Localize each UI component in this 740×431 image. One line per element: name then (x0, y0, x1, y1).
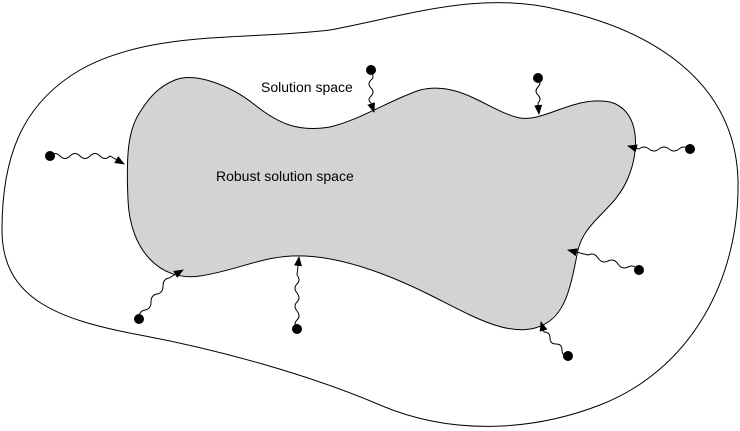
source-dot (292, 324, 302, 334)
wavy-arrow-right (627, 144, 690, 153)
perturbation-sources (45, 65, 695, 361)
wavy-arrow-bottom-center (294, 256, 302, 330)
source-dot (134, 314, 144, 324)
source-dot (45, 151, 55, 161)
wavy-arrow-top-left (367, 71, 375, 113)
source-dot (366, 65, 376, 75)
source-dot (685, 144, 695, 154)
wavy-arrow-left (49, 153, 125, 165)
wavy-arrow-lower-right (567, 248, 639, 271)
perturbation-arrows (49, 71, 690, 357)
wavy-arrow-top-right (534, 78, 543, 115)
solution-space-label: Solution space (261, 79, 353, 95)
wavy-arrow-bottom-right (539, 321, 569, 357)
source-dot (563, 351, 573, 361)
wavy-arrow-bottom-left (138, 269, 184, 319)
robust-solution-space-label: Robust solution space (216, 168, 354, 184)
source-dot (533, 73, 543, 83)
source-dot (634, 265, 644, 275)
